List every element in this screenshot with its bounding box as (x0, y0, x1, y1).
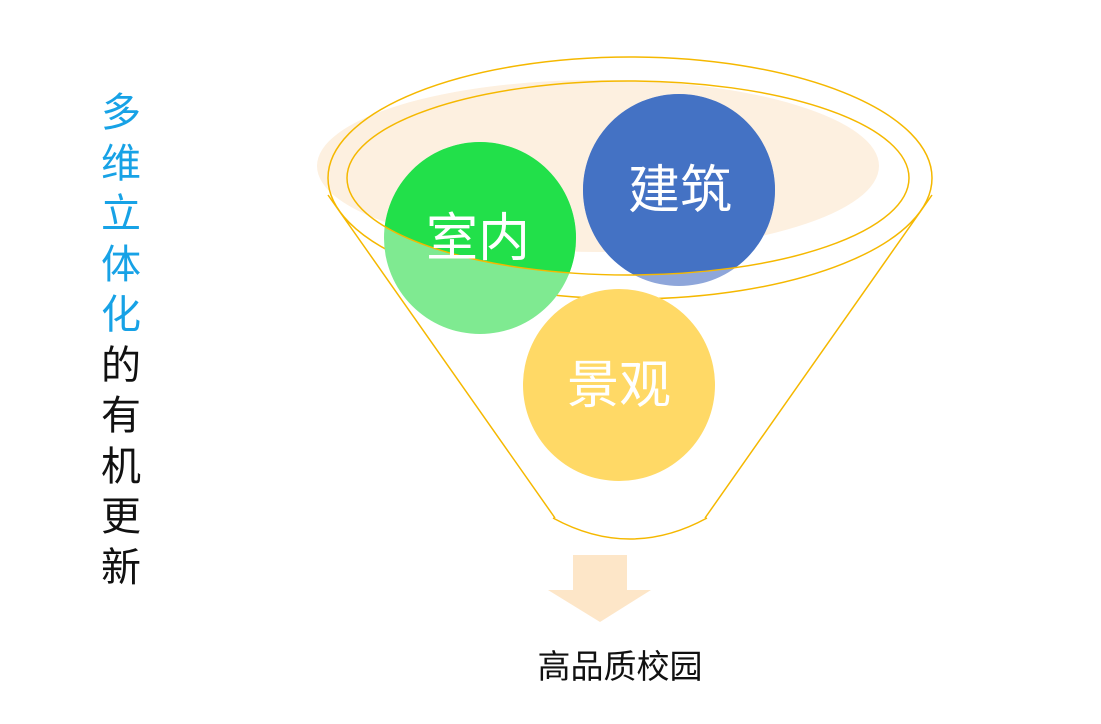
circle-interior (384, 142, 576, 275)
circle-architecture (583, 94, 775, 275)
label-landscape: 景观 (567, 356, 671, 416)
title-char: 更 (101, 494, 141, 540)
title-char: 体 (101, 241, 141, 288)
label-interior: 室内 (426, 209, 530, 269)
funnel-body (327, 194, 933, 519)
circle-landscape (523, 289, 715, 481)
vertical-title: 多 维 立 体 化 的 有 机 更 新 (98, 88, 144, 593)
title-char: 有 (101, 393, 141, 439)
funnel-bottom (552, 517, 708, 540)
funnel-inner-rim (346, 80, 910, 276)
title-char: 化 (101, 292, 141, 338)
title-char: 的 (101, 342, 141, 389)
result-label: 高品质校园 (537, 647, 703, 686)
title-char: 多 (101, 90, 141, 136)
title-char: 立 (101, 191, 141, 237)
down-arrow-icon (548, 555, 651, 622)
label-architecture: 建筑 (628, 161, 732, 221)
title-char: 新 (101, 544, 141, 591)
title-char: 维 (101, 140, 141, 187)
title-char: 机 (101, 443, 141, 490)
